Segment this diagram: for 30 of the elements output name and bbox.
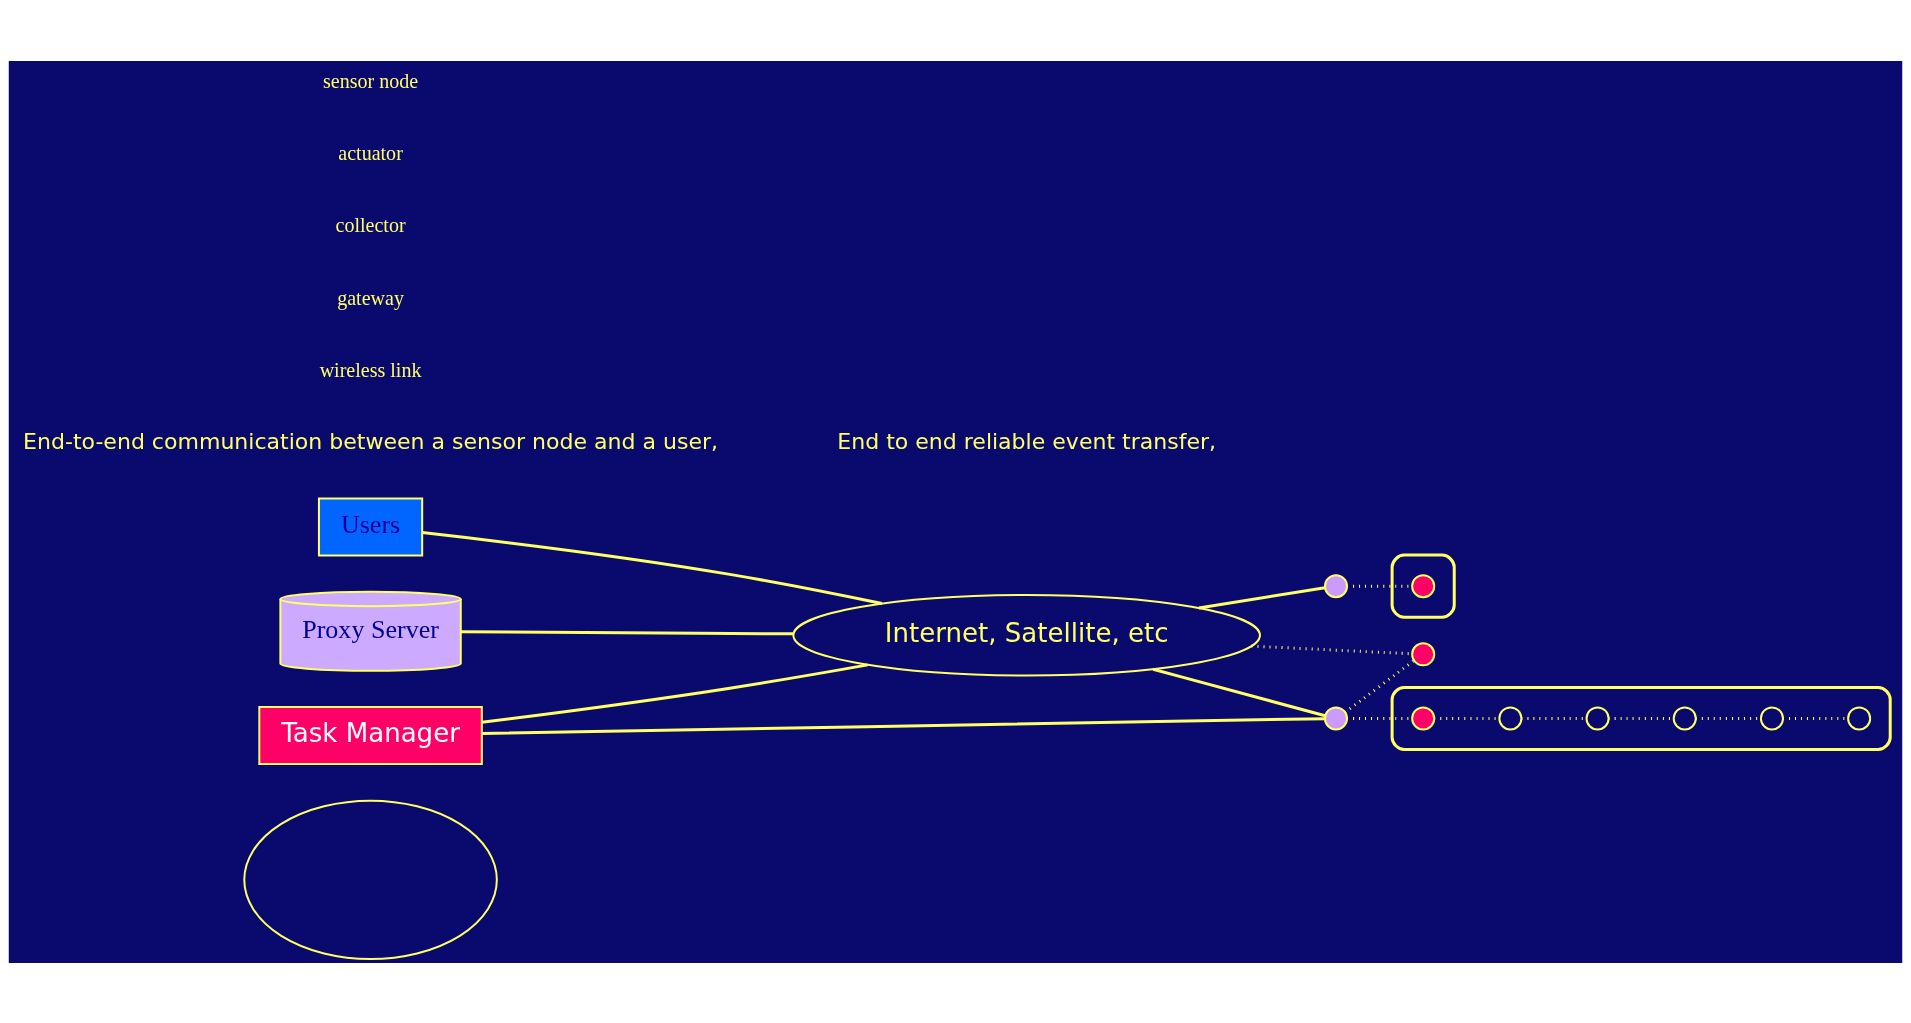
legend-label: collector (335, 213, 406, 236)
connector (481, 662, 868, 724)
legend-label: sensor node (322, 69, 419, 92)
node-ellipse: Internet, Satellite, etc (792, 593, 1261, 676)
label: End-to-end communication between a sensor node and a user, (23, 428, 719, 454)
node-circle (1323, 573, 1348, 598)
node-box: Users (317, 496, 424, 557)
node-circle (1411, 573, 1436, 598)
node-box: Task Manager (258, 705, 483, 765)
connector (1152, 667, 1326, 717)
connector (1344, 658, 1415, 713)
node-circle (1585, 705, 1610, 730)
legend-label: actuator (338, 141, 403, 164)
label: End to end reliable event transfer, (837, 428, 1217, 454)
legend-label: wireless link (319, 358, 422, 381)
node-circle (1672, 705, 1697, 730)
node-circle (1759, 705, 1784, 730)
connector (422, 530, 883, 605)
node-circle (1847, 705, 1872, 730)
node-circle (1411, 641, 1436, 666)
node-circle (1411, 705, 1436, 730)
legend-label: gateway (337, 286, 404, 309)
node-circle (1323, 705, 1348, 730)
cluster (1390, 553, 1456, 619)
connector (482, 716, 1325, 735)
cluster (1390, 685, 1892, 751)
connector (460, 629, 794, 635)
node-cloud (243, 799, 498, 960)
connector (1198, 585, 1326, 609)
node-circle (1498, 705, 1523, 730)
